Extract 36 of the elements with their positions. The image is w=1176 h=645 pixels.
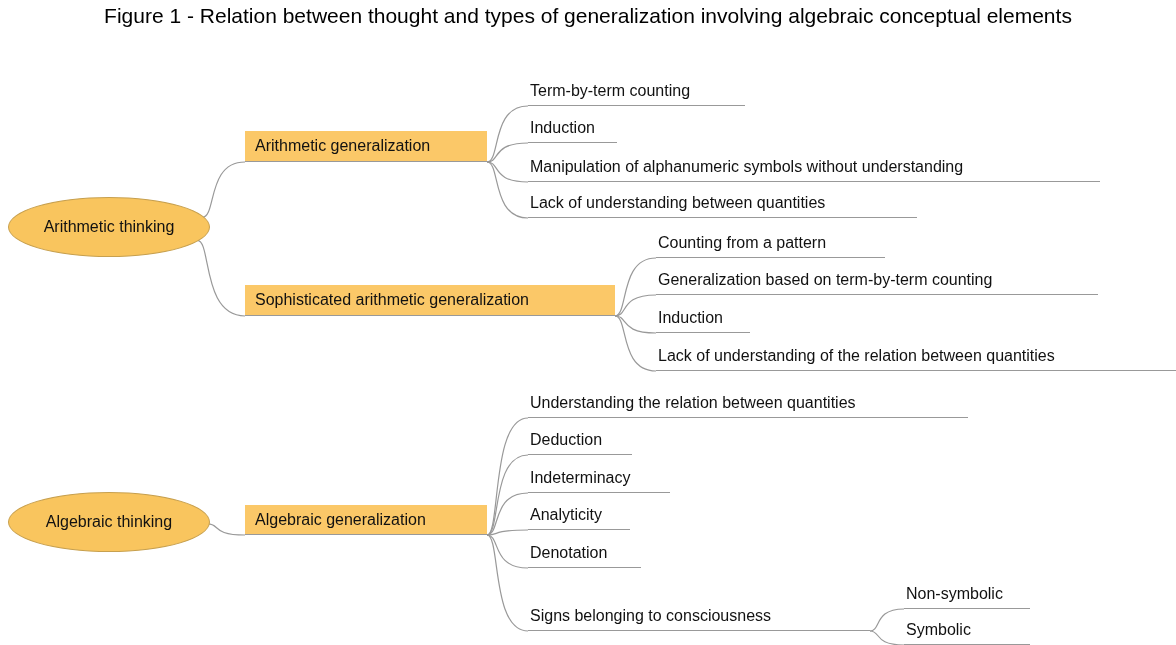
branch-label: Lack of understanding of the relation between quantities [656,345,1176,371]
branch-label: Generalization based on term-by-term counting [656,269,1098,295]
connector-line [869,630,905,645]
branch-label: Lack of understanding between quantities [528,192,917,218]
branch-label: Denotation [528,542,641,568]
branch-label: Induction [656,307,750,333]
branch-label: Manipulation of alphanumeric symbols without understanding [528,156,1100,182]
connector-line [614,294,657,317]
branch-label: Indeterminacy [528,467,670,493]
connector-line [196,239,246,317]
connector-line [869,608,905,632]
topic-ellipse: Algebraic thinking [8,492,210,552]
branch-label: Deduction [528,429,632,455]
connector-line [486,161,529,219]
connector-line [486,534,529,569]
branch-label: Signs belonging to consciousness [528,605,870,631]
connector-line [486,417,529,536]
branch-label: Analyticity [528,504,630,530]
connector-line [614,257,657,317]
branch-label: Induction [528,117,617,143]
branch-label: Term-by-term counting [528,80,745,106]
figure-title: Figure 1 - Relation between thought and types of generalization involving algebraic conceptual elements [103,4,1073,28]
connector-line [486,454,529,536]
category-box: Arithmetic generalization [245,131,487,162]
branch-label: Symbolic [904,619,1030,645]
branch-label: Counting from a pattern [656,232,885,258]
connector-line [614,315,657,372]
category-box: Sophisticated arithmetic generalization [245,285,615,316]
connector-line [486,105,529,163]
topic-ellipse: Arithmetic thinking [8,197,210,257]
connector-line [486,142,529,163]
connector-line [201,161,246,218]
branch-label: Understanding the relation between quantities [528,392,968,418]
branch-label: Non-symbolic [904,583,1030,609]
connector-line [486,534,529,632]
category-box: Algebraic generalization [245,505,487,535]
